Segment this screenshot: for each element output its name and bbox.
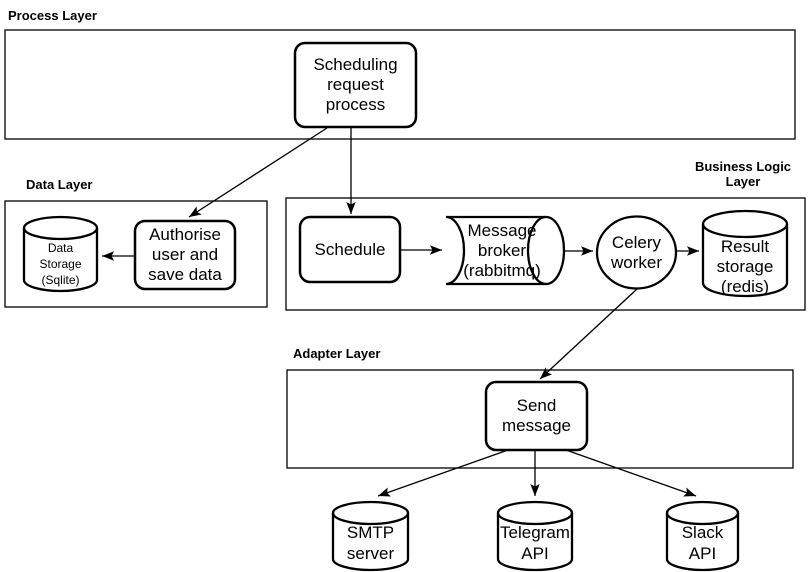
send-message-label: Send message xyxy=(502,396,571,435)
edge-scheduling-to-authorise xyxy=(188,127,328,218)
data-layer-label: Data Layer xyxy=(26,177,93,192)
business-logic-layer-label: Business Logic Layer xyxy=(694,159,792,189)
message-broker-label: Message broker (rabbitmq) xyxy=(463,220,541,280)
adapter-layer-label: Adapter Layer xyxy=(293,346,381,361)
diagram-edges xyxy=(102,127,699,497)
edge-celery-to-send-message xyxy=(539,288,638,380)
telegram-api-label: Telegram API xyxy=(500,523,570,563)
schedule-label: Schedule xyxy=(314,239,386,259)
process-layer-label: Process Layer xyxy=(8,8,97,23)
celery-worker-ellipse xyxy=(595,215,678,290)
smtp-server-cylinder xyxy=(331,500,410,572)
send-message-box xyxy=(484,380,589,452)
scheduling-request-process-label: Scheduling request process xyxy=(313,55,398,114)
result-storage-label: Result storage (redis) xyxy=(716,237,774,296)
edge-send-to-smtp xyxy=(377,449,509,497)
celery-worker-label: Celery worker xyxy=(610,232,662,272)
slack-api-label: Slack API xyxy=(681,523,724,563)
slack-api-cylinder xyxy=(665,500,740,572)
authorise-user-box xyxy=(133,219,237,291)
business-logic-layer-container xyxy=(285,197,806,311)
data-storage-label: Data Storage (Sqlite) xyxy=(39,241,82,287)
telegram-api-cylinder xyxy=(496,500,574,572)
data-layer-container xyxy=(4,200,268,308)
smtp-server-label: SMTP server xyxy=(346,523,395,563)
authorise-user-label: Authorise user and save data xyxy=(148,225,222,284)
result-storage-cylinder xyxy=(701,209,789,298)
process-layer-container xyxy=(4,29,796,140)
scheduling-request-process-box xyxy=(293,41,418,129)
message-broker-cylinder xyxy=(445,215,566,286)
data-storage-cylinder xyxy=(22,215,99,293)
edge-send-to-slack xyxy=(565,449,697,497)
